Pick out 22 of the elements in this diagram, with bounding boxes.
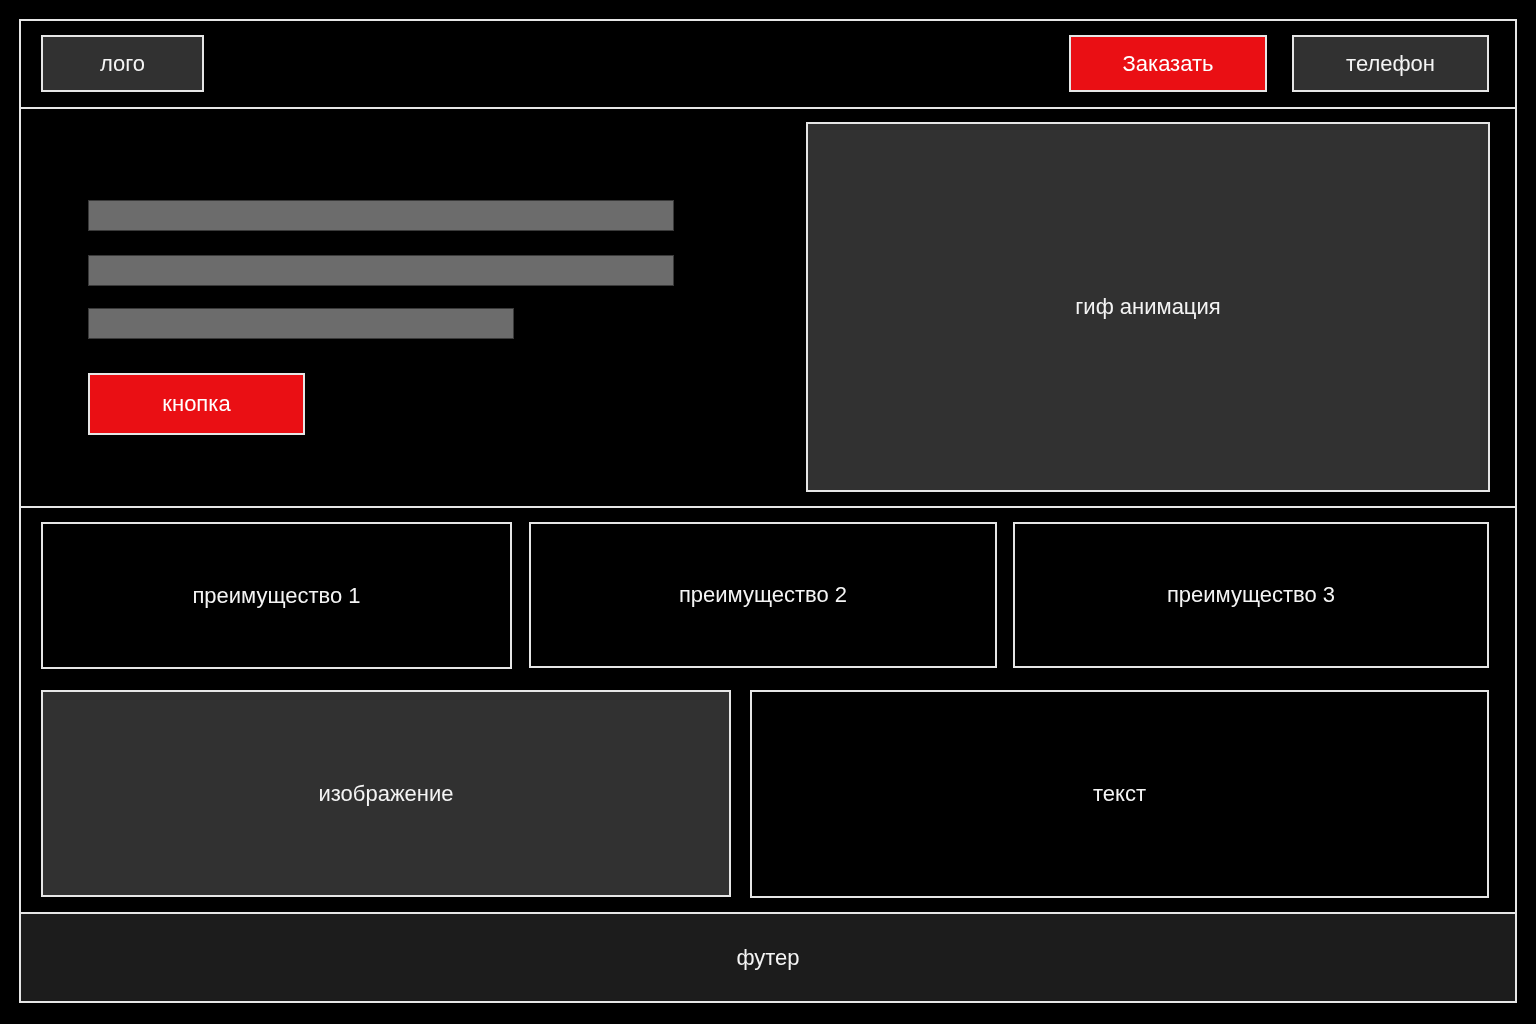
footer-bar	[19, 912, 1517, 1003]
media-area: гиф анимация	[806, 122, 1490, 492]
placeholder-label: преимущество 1	[192, 582, 361, 609]
placeholder-label: преимущество 3	[1166, 582, 1336, 608]
order-button: Заказать	[1069, 35, 1267, 92]
placeholder-label: преимущество 2	[678, 582, 848, 608]
cta-button: кнопка	[88, 373, 305, 435]
placeholder-area: лого	[41, 35, 204, 92]
header-bar	[19, 19, 1517, 109]
content-section	[19, 506, 1517, 914]
placeholder-label: текст	[1093, 781, 1146, 807]
feature-card	[41, 522, 512, 669]
text-placeholder-bar	[88, 308, 514, 339]
feature-card	[1013, 522, 1489, 668]
hero-section	[19, 107, 1517, 508]
feature-card	[529, 522, 997, 668]
media-area: изображение	[41, 690, 731, 897]
text-block	[750, 690, 1489, 898]
text-placeholder-bar	[88, 200, 674, 231]
footer-label: футер	[736, 944, 800, 971]
placeholder-area: телефон	[1292, 35, 1489, 92]
text-placeholder-bar	[88, 255, 674, 286]
